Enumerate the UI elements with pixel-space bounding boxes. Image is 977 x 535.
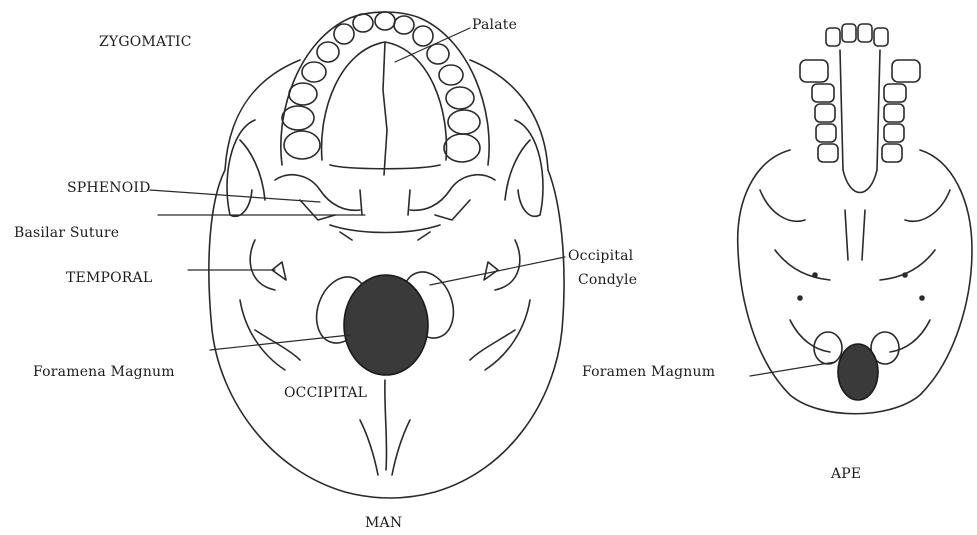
- label-foramena-magnum: Foramena Magnum: [33, 364, 175, 380]
- ape-foramen-magnum: [838, 344, 878, 400]
- label-man: MAN: [365, 515, 402, 531]
- label-temporal: TEMPORAL: [66, 270, 152, 286]
- label-palate: Palate: [472, 17, 517, 33]
- label-occipital: OCCIPITAL: [284, 385, 367, 401]
- human-skull: [209, 12, 564, 498]
- label-foramen-magnum-ape: Foramen Magnum: [582, 364, 715, 380]
- human-dental-arch-outer: [281, 12, 489, 165]
- label-ape: APE: [831, 466, 861, 482]
- leader-lines: [150, 28, 835, 376]
- ape-teeth: [800, 24, 920, 162]
- label-occipital-condyle-line1: Occipital: [568, 248, 633, 264]
- label-occipital-condyle-line2: Condyle: [578, 272, 637, 288]
- label-zygomatic: ZYGOMATIC: [99, 34, 192, 50]
- human-foramen-magnum: [344, 275, 428, 375]
- label-sphenoid: SPHENOID: [67, 180, 151, 196]
- label-basilar-suture: Basilar Suture: [14, 225, 119, 241]
- human-teeth: [282, 12, 480, 162]
